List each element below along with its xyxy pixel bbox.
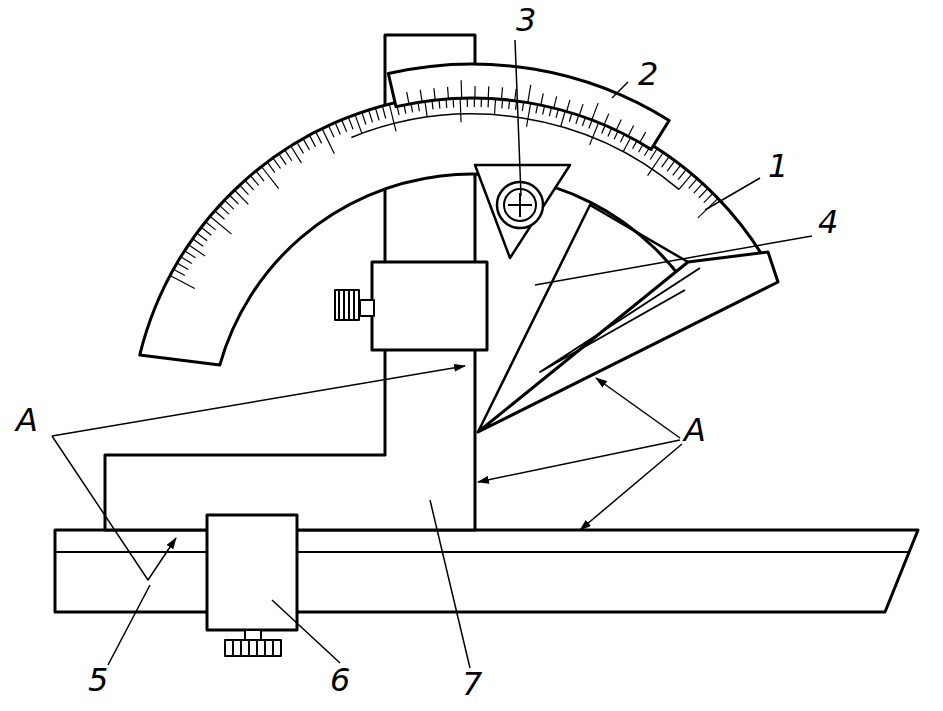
- surface-letter: A: [16, 404, 38, 436]
- callout-number: 4: [818, 206, 838, 238]
- callout-number: 5: [88, 664, 108, 696]
- callout-number: 3: [516, 4, 536, 36]
- base-ruler: [55, 530, 918, 612]
- callout-number: 1: [768, 150, 788, 182]
- base-clamp: [207, 515, 297, 630]
- callout-number: 2: [638, 58, 658, 90]
- bar-clamp: [372, 262, 487, 350]
- surface-letter: A: [684, 414, 706, 446]
- callout-number: 7: [462, 668, 482, 700]
- leader-lines: [52, 40, 812, 668]
- callout-number: 6: [330, 664, 350, 696]
